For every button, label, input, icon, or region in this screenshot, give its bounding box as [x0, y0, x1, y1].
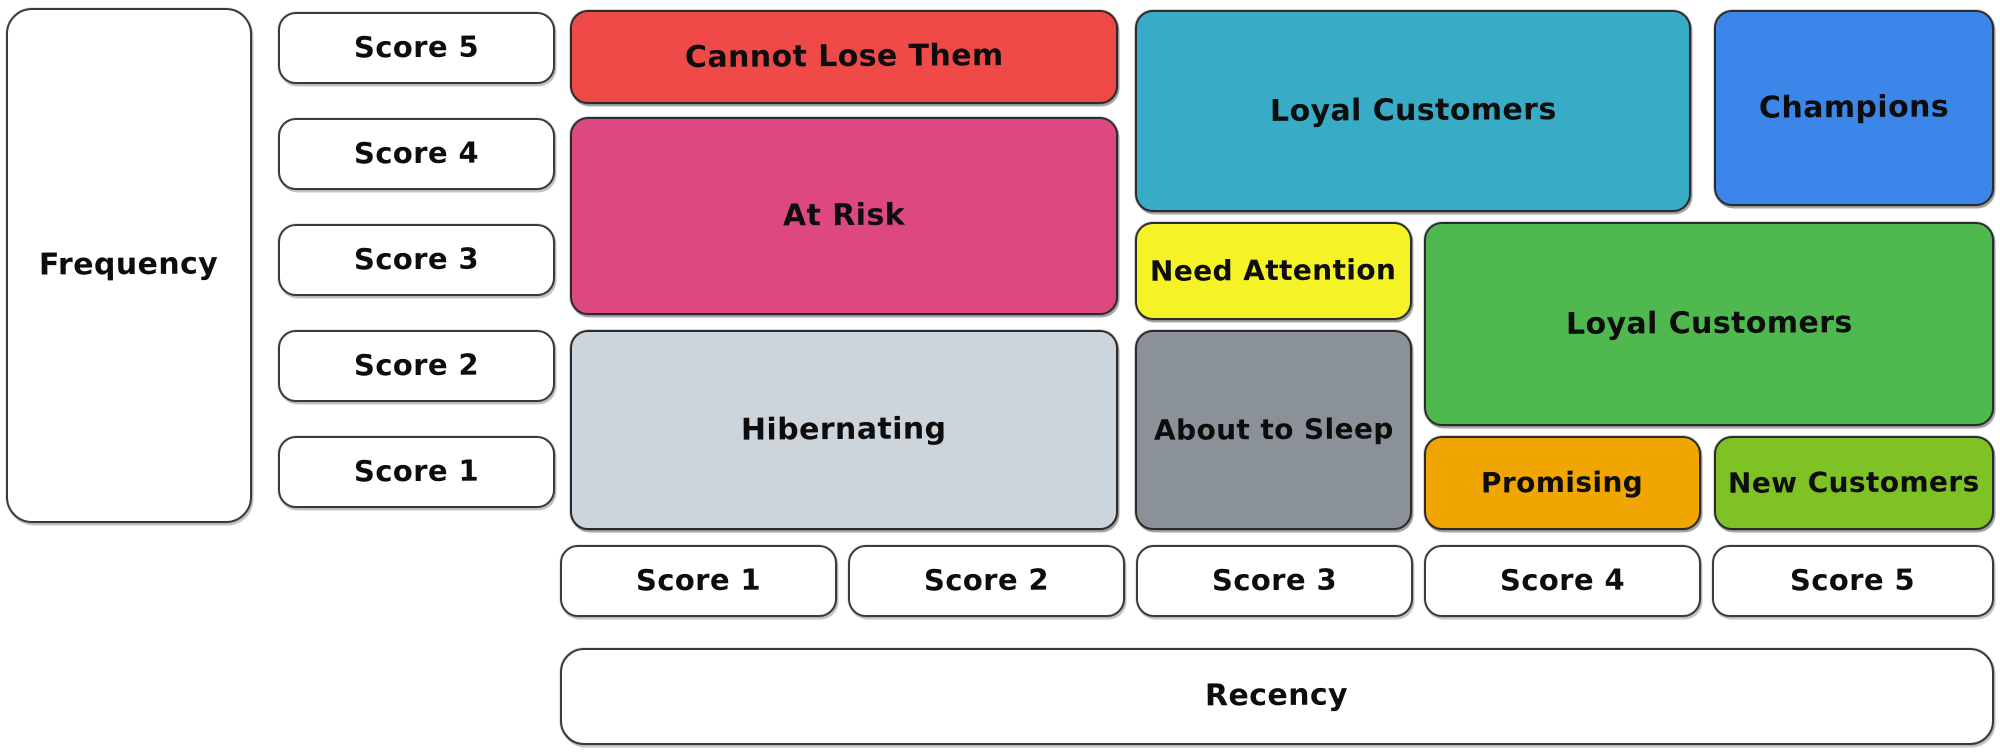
segment-at-risk[interactable]: At Risk: [570, 117, 1118, 315]
frequency-score-4[interactable]: Score 4: [278, 118, 555, 190]
recency-score-4-label: Score 4: [1499, 562, 1626, 598]
recency-score-1-label: Score 1: [635, 562, 762, 598]
recency-axis-title-label: Recency: [1205, 677, 1349, 714]
segment-promising-label: Promising: [1481, 465, 1644, 500]
frequency-score-5-label: Score 5: [353, 29, 480, 65]
segment-cannot-lose-them[interactable]: Cannot Lose Them: [570, 10, 1118, 104]
recency-score-4[interactable]: Score 4: [1424, 545, 1701, 617]
frequency-score-3[interactable]: Score 3: [278, 224, 555, 296]
recency-score-5[interactable]: Score 5: [1712, 545, 1994, 617]
segment-new-customers[interactable]: New Customers: [1714, 436, 1994, 530]
frequency-axis-title: Frequency: [6, 8, 252, 523]
recency-score-2[interactable]: Score 2: [848, 545, 1125, 617]
frequency-score-2-label: Score 2: [353, 347, 480, 383]
recency-score-3-label: Score 3: [1211, 562, 1338, 598]
recency-axis-title: Recency: [560, 648, 1994, 745]
segment-champions-label: Champions: [1758, 89, 1950, 126]
frequency-score-5[interactable]: Score 5: [278, 12, 555, 84]
recency-score-5-label: Score 5: [1790, 562, 1916, 598]
segment-hibernating[interactable]: Hibernating: [570, 330, 1118, 530]
recency-score-1[interactable]: Score 1: [560, 545, 837, 617]
segment-about-to-sleep[interactable]: About to Sleep: [1135, 330, 1412, 530]
segment-loyal-customers-teal-label: Loyal Customers: [1269, 91, 1557, 129]
segment-hibernating-label: Hibernating: [741, 411, 947, 448]
frequency-score-1-label: Score 1: [353, 453, 480, 489]
frequency-axis-title-label: Frequency: [39, 246, 219, 283]
segment-cannot-lose-them-label: Cannot Lose Them: [684, 37, 1004, 75]
segment-need-attention[interactable]: Need Attention: [1135, 222, 1412, 320]
frequency-score-3-label: Score 3: [353, 241, 480, 277]
segment-about-to-sleep-label: About to Sleep: [1153, 412, 1394, 447]
segment-loyal-customers-teal[interactable]: Loyal Customers: [1135, 10, 1691, 212]
segment-need-attention-label: Need Attention: [1150, 253, 1397, 288]
segment-at-risk-label: At Risk: [782, 197, 906, 234]
frequency-score-4-label: Score 4: [353, 135, 480, 171]
segment-promising[interactable]: Promising: [1424, 436, 1701, 530]
recency-score-3[interactable]: Score 3: [1136, 545, 1413, 617]
segment-loyal-customers-green[interactable]: Loyal Customers: [1424, 222, 1994, 426]
segment-new-customers-label: New Customers: [1728, 465, 1980, 500]
segment-champions[interactable]: Champions: [1714, 10, 1994, 206]
recency-score-2-label: Score 2: [923, 562, 1050, 598]
frequency-score-2[interactable]: Score 2: [278, 330, 555, 402]
segment-loyal-customers-green-label: Loyal Customers: [1565, 304, 1853, 342]
frequency-score-1[interactable]: Score 1: [278, 436, 555, 508]
